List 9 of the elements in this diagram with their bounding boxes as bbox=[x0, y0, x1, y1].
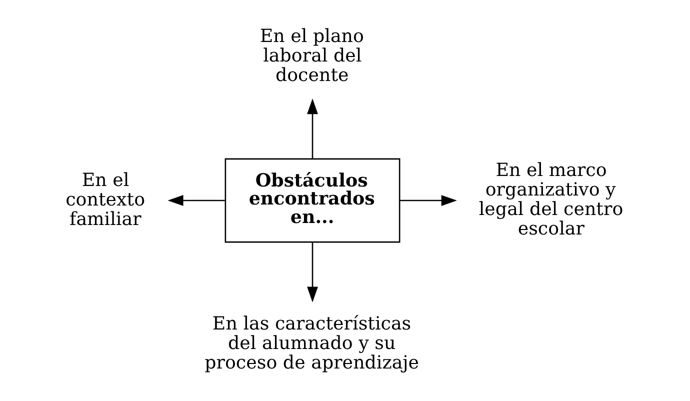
node-text: En el marco organizativo y legal del centro escolar bbox=[478, 160, 624, 240]
arrow bbox=[400, 195, 457, 206]
arrow bbox=[168, 195, 225, 206]
node-text: En el contexto familiar bbox=[66, 170, 146, 230]
node-box: Obstáculos encontrados en... bbox=[224, 158, 400, 243]
node-text: En las características del alumnado y su proceso de aprendizaje bbox=[204, 313, 420, 374]
arrow bbox=[307, 98, 318, 159]
arrow bbox=[307, 242, 318, 302]
node-text: En el plano laboral del docente bbox=[260, 26, 364, 86]
